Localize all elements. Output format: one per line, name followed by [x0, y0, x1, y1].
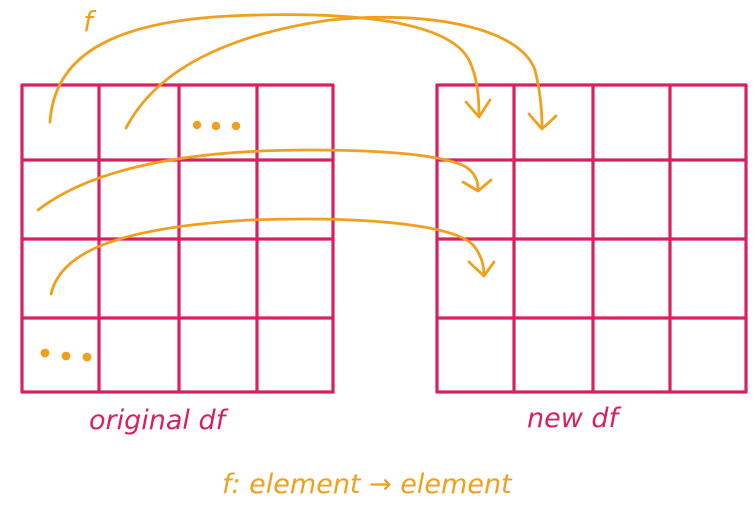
arrowhead-row1-col1 [464, 98, 492, 119]
arrowhead-row3-col1 [467, 260, 496, 278]
original-df-grid [20, 83, 335, 394]
arrow-row1-col2 [124, 15, 544, 130]
ellipsis-dot [82, 352, 92, 362]
ellipsis-dot [192, 120, 202, 130]
original-df-label: original df [89, 405, 229, 436]
function-label: f [83, 5, 97, 38]
arrow-row1-col1 [48, 13, 481, 124]
ellipsis-top-row [192, 120, 241, 131]
ellipsis-bottom-row [40, 348, 92, 362]
ellipsis-dot [231, 121, 241, 131]
new-df-grid [435, 83, 748, 394]
arrowhead-row2-col1 [461, 178, 493, 193]
mapping-arrows [36, 13, 558, 296]
ellipsis-dot [61, 351, 71, 361]
arrow-row3-col1 [49, 217, 486, 296]
function-signature: f: element → element [222, 469, 513, 500]
ellipsis-dot [40, 348, 50, 358]
arrow-row2-col1 [36, 148, 480, 212]
new-df-label: new df [527, 403, 622, 434]
arrowhead-row1-col2 [527, 112, 558, 131]
ellipsis-dot [211, 121, 221, 131]
